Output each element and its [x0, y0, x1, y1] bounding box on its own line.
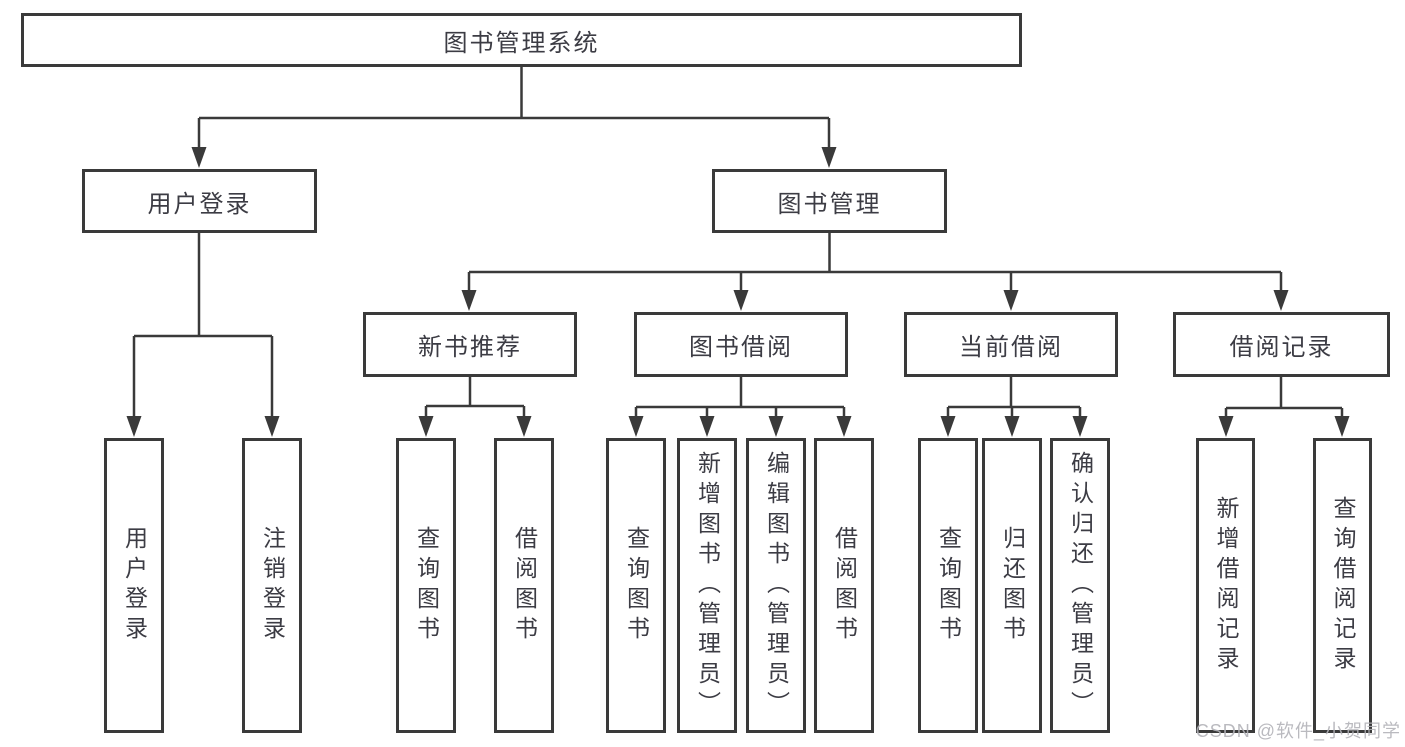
leaf-add-book-admin: 新增图书（管理员） [677, 438, 737, 733]
node-current-borrow: 当前借阅 [904, 312, 1118, 377]
node-book-management: 图书管理 [712, 169, 947, 233]
node-new-book-recommend-label: 新书推荐 [418, 334, 522, 361]
node-root-label: 图书管理系统 [443, 29, 600, 57]
node-book-management-label: 图书管理 [777, 190, 882, 218]
leaf-recommend-query-book: 查询图书 [396, 438, 456, 733]
csdn-watermark: CSDN @软件_小贺同学 [1195, 721, 1401, 741]
leaf-query-borrow-record-label: 查询借阅记录 [1330, 495, 1356, 676]
node-new-book-recommend: 新书推荐 [363, 312, 577, 377]
leaf-borrow-borrow-book-label: 借阅图书 [831, 525, 858, 646]
leaf-borrow-query-book: 查询图书 [606, 438, 666, 733]
node-user-login-label: 用户登录 [147, 190, 252, 218]
leaf-return-book: 归还图书 [982, 438, 1042, 733]
leaf-add-borrow-record-label: 新增借阅记录 [1213, 495, 1239, 676]
leaf-return-book-label: 归还图书 [999, 525, 1026, 646]
leaf-add-borrow-record: 新增借阅记录 [1196, 438, 1255, 733]
node-current-borrow-label: 当前借阅 [959, 334, 1063, 361]
leaf-recommend-query-book-label: 查询图书 [413, 525, 440, 646]
leaf-confirm-return-admin: 确认归还（管理员） [1050, 438, 1110, 733]
node-user-login: 用户登录 [82, 169, 317, 233]
leaf-user-login: 用户登录 [104, 438, 164, 733]
leaf-user-login-label: 用户登录 [121, 525, 148, 646]
leaf-edit-book-admin-label: 编辑图书（管理员） [763, 450, 790, 721]
arrowheads [126, 147, 1350, 437]
leaf-borrow-borrow-book: 借阅图书 [814, 438, 874, 733]
leaf-logout: 注销登录 [242, 438, 302, 733]
tree-edges [132, 67, 1344, 419]
leaf-current-query-book-label: 查询图书 [935, 525, 962, 646]
node-root-system: 图书管理系统 [21, 13, 1022, 67]
leaf-edit-book-admin: 编辑图书（管理员） [746, 438, 806, 733]
node-book-borrow-label: 图书借阅 [689, 334, 793, 361]
leaf-current-query-book: 查询图书 [918, 438, 978, 733]
leaf-recommend-borrow-book-label: 借阅图书 [511, 525, 538, 646]
node-book-borrow: 图书借阅 [634, 312, 848, 377]
leaf-add-book-admin-label: 新增图书（管理员） [694, 450, 721, 721]
leaf-logout-label: 注销登录 [259, 525, 286, 646]
leaf-query-borrow-record: 查询借阅记录 [1313, 438, 1372, 733]
node-borrow-records-label: 借阅记录 [1229, 334, 1334, 361]
leaf-confirm-return-admin-label: 确认归还（管理员） [1067, 450, 1094, 721]
node-borrow-records: 借阅记录 [1173, 312, 1390, 377]
leaf-recommend-borrow-book: 借阅图书 [494, 438, 554, 733]
leaf-borrow-query-book-label: 查询图书 [623, 525, 650, 646]
